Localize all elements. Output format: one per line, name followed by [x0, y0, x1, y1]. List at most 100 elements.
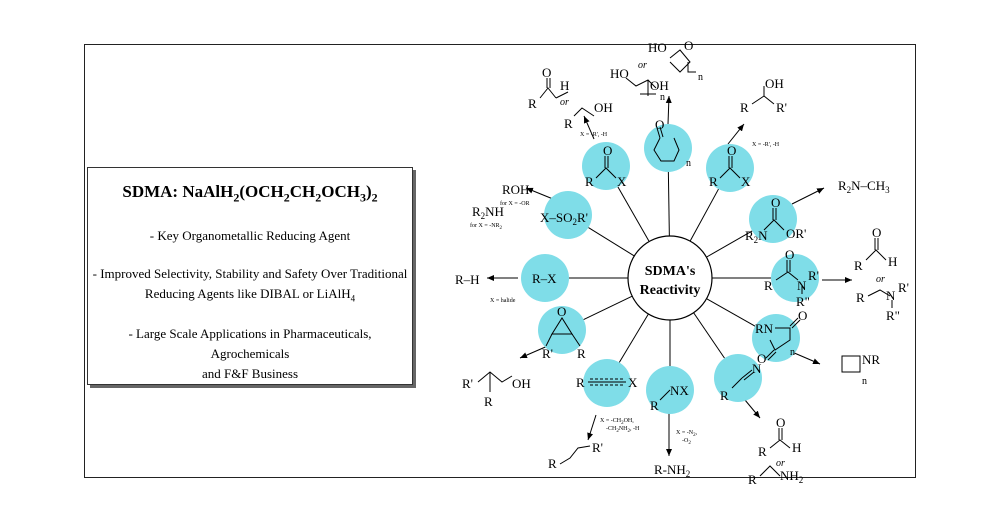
ester-o: O — [603, 143, 612, 158]
hub-label-line2: Reactivity — [640, 283, 701, 298]
sulfonyl-group: X–SO2R' — [540, 210, 588, 227]
for-nr2-label: for X = -NR2 — [470, 222, 503, 231]
imide-o1: O — [798, 308, 807, 323]
bullet-selectivity: - Improved Selectivity, Stability and Sa… — [92, 266, 408, 304]
oxetane-o: O — [684, 38, 693, 53]
hub-spokes — [569, 171, 771, 366]
amine-prod-n: N — [886, 288, 896, 303]
diol-oh: OH — [650, 78, 669, 93]
alcohol-oh: OH — [594, 100, 613, 115]
spoke-3 — [706, 230, 753, 258]
amine-prod-r: R — [856, 290, 865, 305]
ester-prod-o: O — [542, 65, 551, 80]
amine-product: R-NH2 — [654, 462, 690, 479]
imide-rn: RN — [755, 321, 774, 336]
ketone-prod-r1: R' — [776, 100, 787, 115]
amide-r2: R" — [796, 294, 810, 309]
azetidine-n: n — [862, 376, 867, 387]
nitrile-r: R — [720, 388, 729, 403]
product-arrows — [487, 95, 852, 456]
product-structures — [477, 49, 893, 477]
substrate-structures — [545, 126, 803, 401]
nitrile-prod-or: or — [776, 458, 785, 469]
ester-prod-h: H — [560, 78, 569, 93]
nitrile-prod-h: H — [792, 440, 801, 455]
alkyne-cond-2: -CH2NH2, -H — [606, 426, 640, 434]
amide-prod-or: or — [876, 274, 885, 285]
azide-r: R — [650, 398, 659, 413]
ester-cond: X = -R', -H — [580, 132, 608, 138]
halide-disc — [521, 254, 569, 302]
azide-nx: NX — [670, 383, 689, 398]
nitrile-amine-r: R — [748, 472, 757, 487]
amide-r: R — [764, 278, 773, 293]
azide-cond-1: X = -N2, — [676, 430, 698, 438]
epoxide-prod-r: R — [484, 394, 493, 409]
ketone-prod-r: R — [740, 100, 749, 115]
ketone-r: R — [709, 174, 718, 189]
epoxide-prod-oh: OH — [512, 376, 531, 391]
alkene-r1: R' — [592, 440, 603, 455]
halide-cond: X = halide — [490, 298, 516, 304]
spoke-1 — [689, 188, 719, 242]
amide-r1: R' — [808, 268, 819, 283]
alkyne-cond-1: X = -CH2OH, — [600, 418, 634, 426]
spoke-7 — [706, 298, 756, 327]
ester-prod-or: or — [560, 97, 569, 108]
spoke-8 — [583, 295, 633, 321]
alkyne-disc — [583, 359, 631, 407]
sulfonyl-disc — [544, 191, 592, 239]
amide-n: N — [797, 278, 807, 293]
carbamate-o: O — [771, 195, 780, 210]
epoxide-r1: R' — [542, 346, 553, 361]
hub-label-line1: SDMA's — [645, 264, 696, 279]
amine-prod-r1: R' — [898, 280, 909, 295]
lactone-disc — [644, 124, 692, 172]
diol-n: n — [660, 92, 665, 103]
alkene-r: R — [548, 456, 557, 471]
amide-o: O — [785, 247, 794, 262]
info-box: SDMA: NaAlH2(OCH2CH2OCH3)2 - Key Organom… — [87, 167, 413, 385]
lactone-o: O — [655, 117, 664, 132]
carbamate-or: OR' — [786, 226, 806, 241]
ester-x: X — [617, 174, 627, 189]
r2nh-product: R2NH — [472, 204, 504, 221]
nitrile-prod-r: R — [758, 444, 767, 459]
ketone-x: X — [741, 174, 751, 189]
ester-disc — [582, 142, 630, 190]
epoxide-prod-r1: R' — [462, 376, 473, 391]
ester-prod-r: R — [528, 96, 537, 111]
ketone-cond: X = -R', -H — [752, 142, 780, 148]
reactivity-hub — [627, 235, 713, 321]
spoke-2 — [617, 186, 650, 242]
epoxide-disc — [538, 306, 586, 354]
epoxide-o: O — [557, 304, 566, 319]
ketone-o: O — [727, 143, 736, 158]
amine-prod-r2: R" — [886, 308, 900, 323]
oxetane-ho: HO — [648, 40, 667, 55]
diol-ho: HO — [610, 66, 629, 81]
product-text: HO O n or HO OH n O H R or R OH X = -R',… — [455, 38, 909, 487]
alkyne-r: R — [576, 375, 585, 390]
spoke-11 — [693, 312, 725, 359]
carbamate-r2n: R2N — [745, 228, 768, 245]
oxetane-n: n — [698, 72, 703, 83]
for-or-label: for X = -OR — [500, 200, 530, 207]
azetidine-nr: NR — [862, 352, 880, 367]
halide-product: R–H — [455, 272, 480, 287]
epoxide-r: R — [577, 346, 586, 361]
ketone-prod-oh: OH — [765, 76, 784, 91]
roh-product: ROH — [502, 182, 529, 197]
imide-o2: O — [757, 351, 766, 366]
bullet-applications: - Large Scale Applications in Pharmaceut… — [128, 326, 372, 381]
methylamine-product: R2N–CH3 — [838, 178, 890, 195]
nitrile-disc — [714, 354, 762, 402]
halide-substrate: R–X — [532, 271, 557, 286]
nitrile-n: N — [752, 361, 762, 376]
lactone-n: n — [686, 158, 691, 169]
alcohol-r: R — [564, 116, 573, 131]
spoke-9 — [618, 313, 649, 363]
ester-r: R — [585, 174, 594, 189]
substrate-text: O n O R X O R X X–SO2R' O R2N OR' R–X O … — [532, 117, 819, 413]
